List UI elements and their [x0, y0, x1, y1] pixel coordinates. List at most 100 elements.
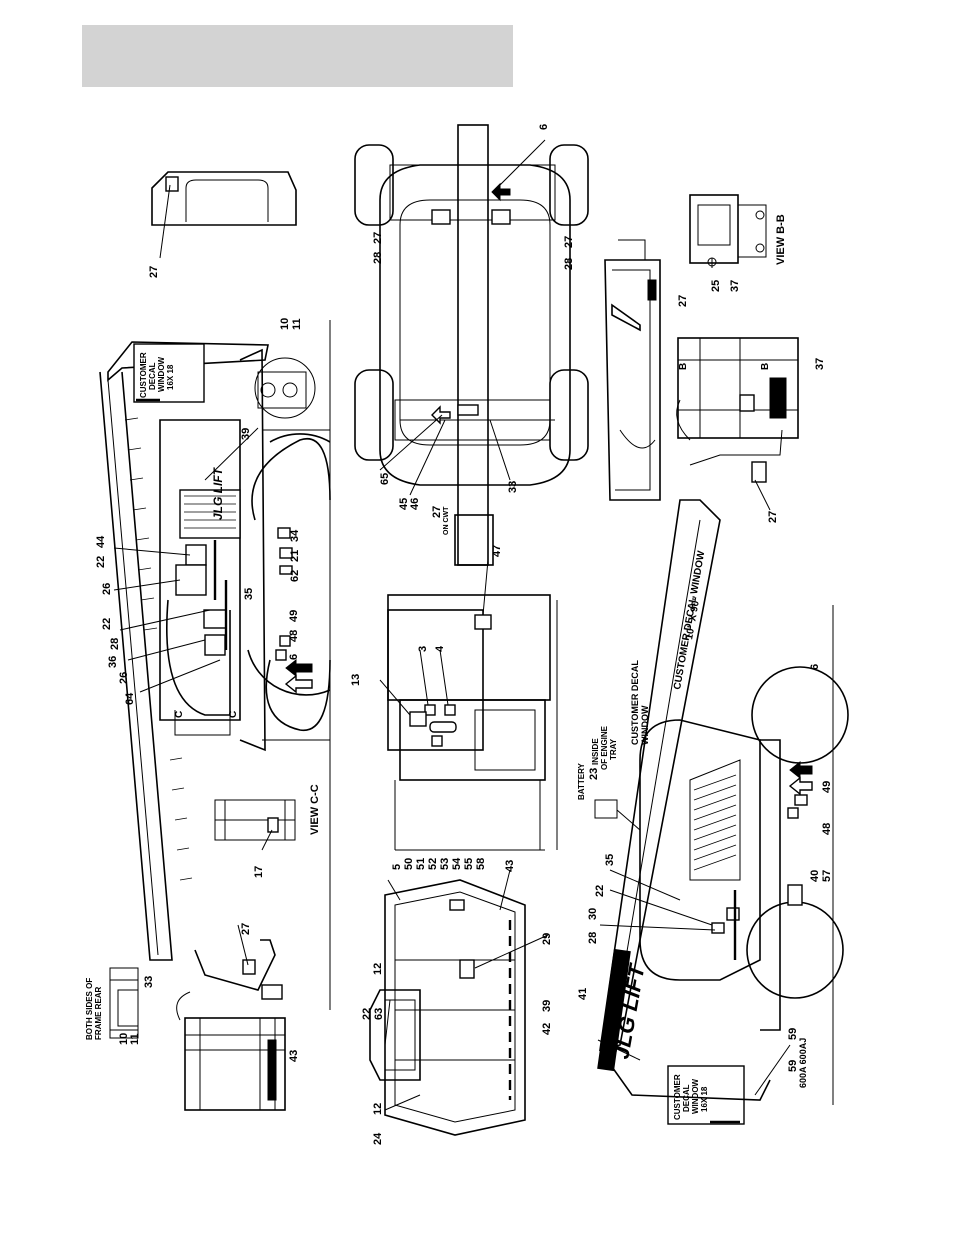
view-c-c-detail	[214, 799, 296, 841]
callout: 64	[124, 692, 136, 705]
callout: 17	[253, 866, 265, 878]
callout: 54	[451, 857, 463, 870]
label-b-right: B	[760, 363, 771, 370]
callout: 10	[118, 1033, 130, 1045]
callout: 12	[372, 963, 384, 975]
callout: 35	[243, 588, 255, 600]
callout: 600A 600AJ	[798, 1038, 808, 1088]
callout: 48	[821, 823, 833, 835]
callout: 59	[787, 1060, 799, 1072]
callout: 39	[240, 428, 252, 440]
platform-basket	[369, 879, 526, 1136]
callouts: 27 10 11 39 44 22 26 22 28 36 26 64 34 2…	[95, 124, 833, 1145]
side-view-main	[99, 341, 331, 1111]
label-window: WINDOW	[640, 705, 650, 745]
engine-tray-view	[387, 594, 551, 851]
callout: 10	[279, 318, 291, 330]
label-cdw-2: DECAL	[148, 362, 157, 390]
label-cdw-b3: WINDOW	[691, 1078, 700, 1114]
label-customer-decal: CUSTOMER DECAL	[630, 660, 640, 745]
label-cdw-4: 16X 18	[166, 364, 175, 390]
label-cdw-b2: DECAL	[682, 1084, 691, 1112]
callout: 49	[288, 610, 300, 622]
callout: 27	[431, 506, 443, 518]
header-title-box	[82, 25, 513, 87]
callout: 52	[427, 858, 439, 870]
callout: 27	[563, 236, 575, 248]
label-view-c-c: VIEW C-C	[309, 784, 321, 835]
callout: 21	[289, 550, 301, 562]
jlg-lift-text-small: JLG LIFT	[211, 466, 225, 520]
label-inside: INSIDE	[591, 738, 600, 765]
label-view-b-b: VIEW B-B	[775, 214, 787, 265]
callout: 65	[379, 473, 391, 485]
boom-upper-view	[604, 239, 661, 501]
callout: 6	[538, 124, 550, 130]
detail-10-11	[254, 357, 316, 419]
label-tray: TRAY	[609, 738, 618, 760]
callout: 55	[463, 858, 475, 870]
callout: 35	[604, 854, 616, 866]
callout: 37	[729, 280, 741, 292]
callout: 28	[372, 252, 384, 264]
jlg-lift-logo	[597, 948, 631, 1072]
callout: 40	[809, 870, 821, 882]
callout: 29	[541, 933, 553, 945]
callout: 27	[240, 923, 252, 935]
callout: 22	[101, 618, 113, 630]
label-both-sides: BOTH SIDES OF	[85, 978, 94, 1040]
callout: 22	[361, 1008, 373, 1020]
callout: 27	[372, 232, 384, 244]
side-view-lower	[594, 499, 849, 1125]
callout: 41	[577, 988, 589, 1000]
label-of-engine: OF ENGINE	[600, 725, 609, 770]
leader-lines	[113, 139, 791, 1111]
callout: 27	[148, 266, 160, 278]
callout: 51	[415, 858, 427, 870]
callout: 42	[541, 1023, 553, 1035]
callout: 58	[475, 858, 487, 870]
callout: 44	[95, 535, 107, 548]
label-c-top: C	[174, 711, 185, 718]
callout: 28	[587, 932, 599, 944]
frame-rear-detail	[109, 967, 139, 1039]
callout: 5	[391, 864, 403, 870]
callout: 59	[787, 1028, 799, 1040]
label-cdw-3: WINDOW	[157, 356, 166, 392]
callout: 6	[809, 664, 821, 670]
callout: 43	[288, 1050, 300, 1062]
callout: 3	[417, 646, 429, 652]
platform-top-view	[676, 337, 799, 483]
callout: 57	[821, 870, 833, 882]
callout: 12	[372, 1103, 384, 1115]
callout: 24	[372, 1132, 384, 1145]
callout: 25	[710, 280, 722, 292]
callout: 22	[95, 556, 107, 568]
callout: 23	[588, 768, 600, 780]
callout: 50	[403, 858, 415, 870]
callout: 33	[507, 481, 519, 493]
callout: 48	[288, 630, 300, 642]
callout: 37	[814, 358, 826, 370]
callout: 45	[398, 498, 410, 510]
label-b-left: B	[678, 363, 689, 370]
callout: 4	[434, 645, 446, 652]
callout: 30	[587, 908, 599, 920]
callout: 47	[491, 545, 503, 557]
view-b-b-detail	[689, 194, 767, 267]
label-cdw-b1: CUSTOMER	[673, 1074, 682, 1120]
callout: 63	[373, 1008, 385, 1020]
label-frame-rear: FRAME REAR	[94, 986, 103, 1040]
callout: 22	[594, 885, 606, 897]
callout: 46	[409, 498, 421, 510]
callout: 27	[677, 295, 689, 307]
callout: 11	[291, 318, 303, 330]
callout: 28	[109, 638, 121, 650]
cover-detail	[151, 171, 297, 226]
label-c-bottom: C	[228, 711, 239, 718]
callout: 39	[541, 1000, 553, 1012]
callout: 13	[350, 674, 362, 686]
callout: 53	[439, 858, 451, 870]
callout: 26	[118, 672, 130, 684]
